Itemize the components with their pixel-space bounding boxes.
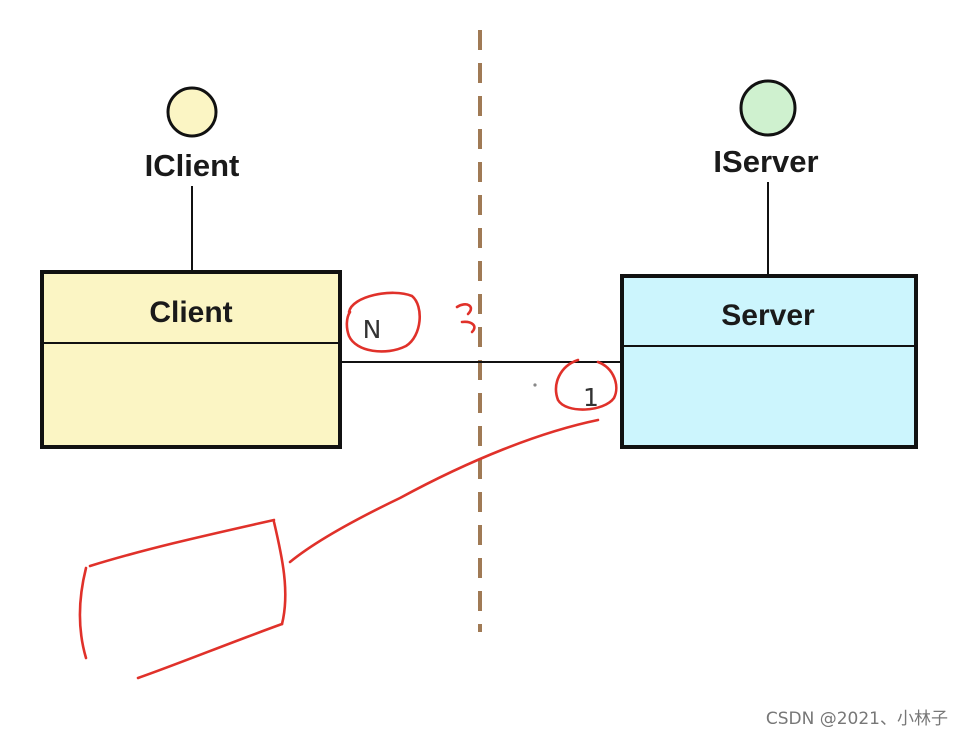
client-multiplicity: N bbox=[363, 315, 382, 344]
annotation-box-top bbox=[88, 518, 276, 568]
small-hook-mark bbox=[455, 303, 476, 334]
watermark-text: CSDN @2021、小林子 bbox=[765, 709, 948, 729]
circle-around-1 bbox=[554, 358, 618, 411]
annotation-arrow-stroke bbox=[288, 418, 600, 564]
annotation-box-left bbox=[78, 566, 88, 660]
server-class-title: Server bbox=[721, 299, 815, 332]
client-class-title: Client bbox=[149, 296, 232, 329]
server-multiplicity: 1 bbox=[583, 383, 599, 412]
annotation-box-bottom bbox=[136, 622, 284, 680]
iserver-interface-circle bbox=[739, 79, 797, 137]
iclient-label: IClient bbox=[145, 148, 240, 183]
circle-around-n bbox=[345, 291, 422, 353]
annotation-dot bbox=[533, 383, 537, 387]
iclient-interface-circle bbox=[166, 86, 218, 138]
server-class-box: Server bbox=[620, 274, 918, 449]
client-class-box: Client bbox=[40, 270, 342, 449]
iserver-label: IServer bbox=[713, 144, 818, 179]
annotation-box-right bbox=[272, 520, 287, 626]
red-annotations bbox=[78, 291, 618, 680]
